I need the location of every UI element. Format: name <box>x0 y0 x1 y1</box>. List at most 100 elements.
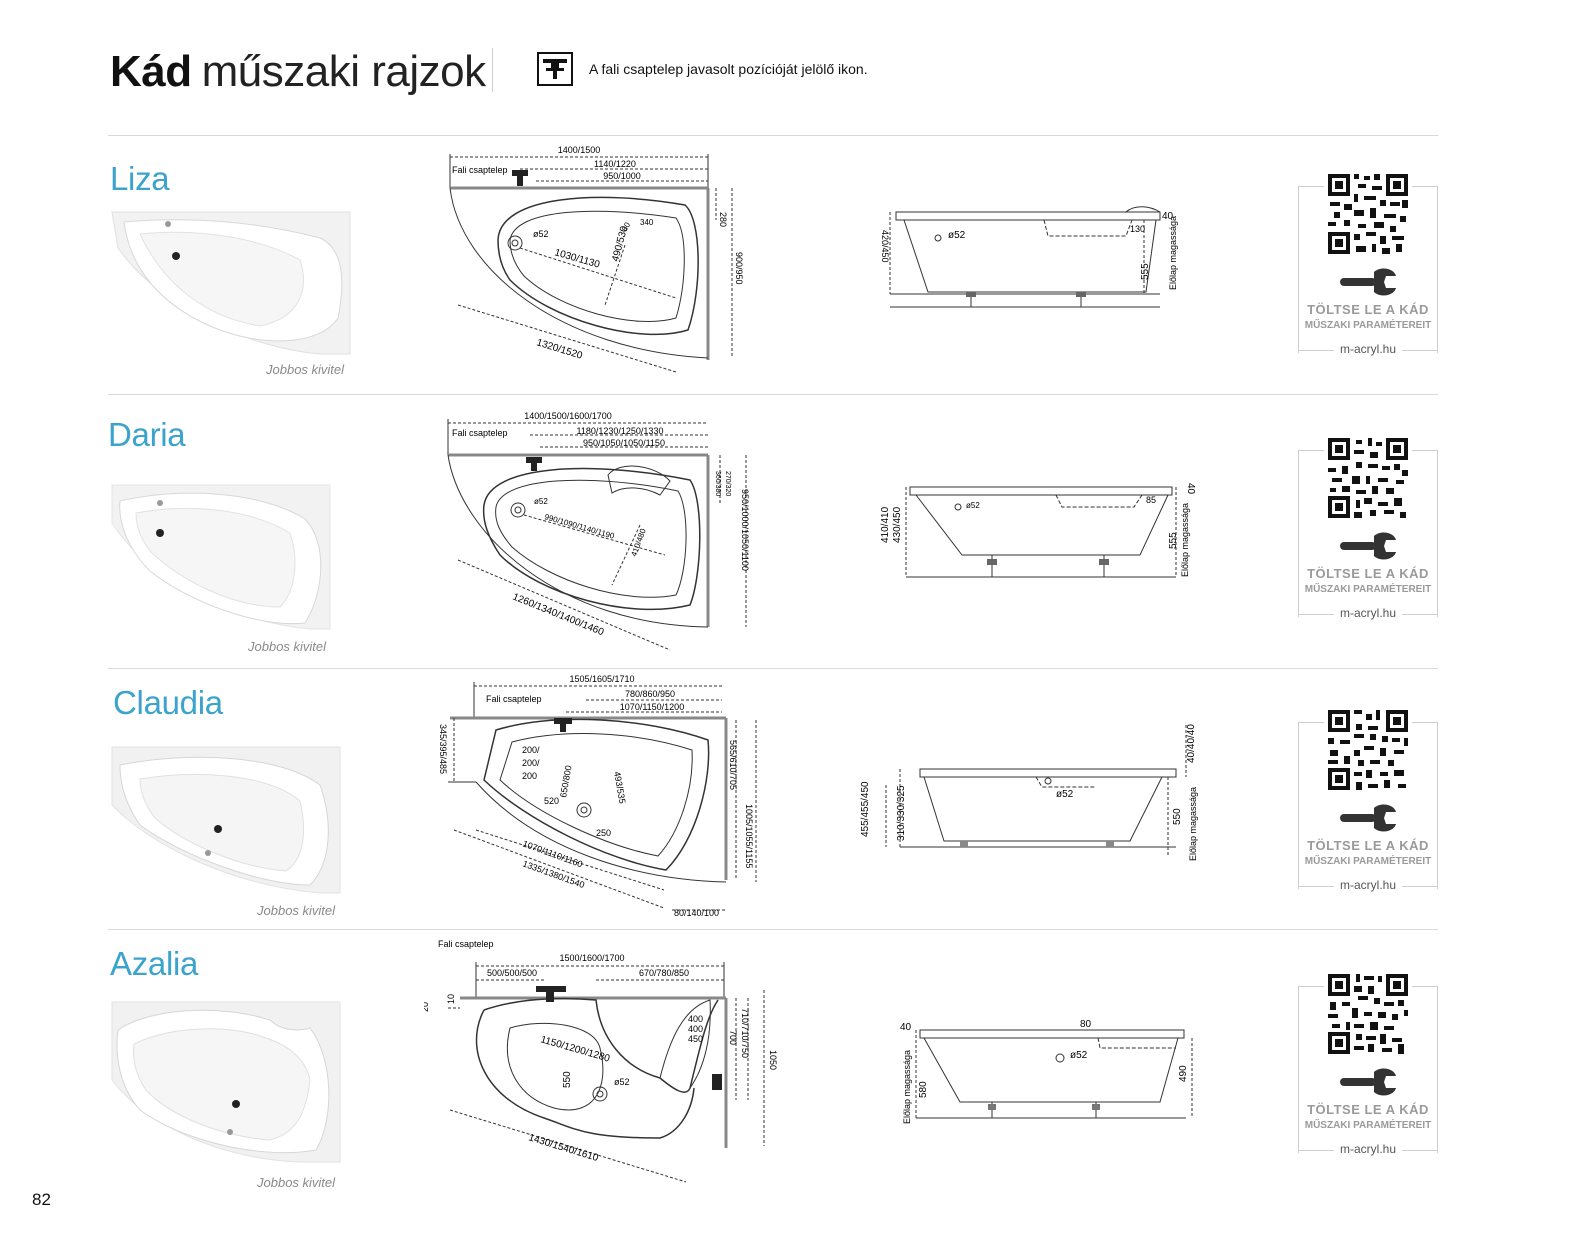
dim-label: 780/860/950 <box>625 689 675 699</box>
tap-legend-text: A fali csaptelep javasolt pozícióját jel… <box>589 61 868 77</box>
variant-label: Jobbos kivitel <box>248 639 327 654</box>
dim-label: 555 <box>1140 263 1151 280</box>
dim-label: 80/140/100 <box>674 908 719 918</box>
qr-download-text: TÖLTSE LE A KÁD <box>1307 1102 1429 1117</box>
wall-tap-icon <box>537 52 573 86</box>
dim-label: 250 <box>596 828 611 838</box>
qr-params-text: MŰSZAKI PARAMÉTEREIT <box>1304 1120 1432 1131</box>
dim-label: 1400/1500/1600/1700 <box>524 411 612 421</box>
tap-label: Fali csaptelep <box>438 939 494 949</box>
qr-code-icon[interactable] <box>1324 172 1412 256</box>
bathtub-photo <box>111 1001 341 1163</box>
dim-label: 270/320 <box>724 471 731 496</box>
dim-label: 550 <box>562 1071 573 1088</box>
qr-params-text: MŰSZAKI PARAMÉTEREIT <box>1304 856 1432 867</box>
tap-label: Fali csaptelep <box>452 165 508 175</box>
dim-label: 400 <box>688 1024 703 1034</box>
dim-label: 490 <box>1178 1065 1189 1082</box>
dim-label: 200/ <box>522 745 540 755</box>
dim-label: 450 <box>688 1034 703 1044</box>
divider <box>108 135 1438 136</box>
dim-label: ø52 <box>534 497 548 506</box>
qr-download-text: TÖLTSE LE A KÁD <box>1307 566 1429 581</box>
dim-label: 1180/1230/1250/1330 <box>577 426 664 436</box>
qr-url-link[interactable]: m-acryl.hu <box>1298 342 1438 356</box>
dim-label: 455/455/450 <box>860 781 871 837</box>
dim-label: 1030/1130 <box>553 247 601 271</box>
plan-drawing: 1505/1605/1710 780/860/950 1070/1150/120… <box>438 674 757 918</box>
dim-label: 580 <box>918 1081 929 1098</box>
dim-label: 420/450 <box>880 230 890 263</box>
dim-label: 400 <box>688 1014 703 1024</box>
wrench-icon <box>1340 268 1396 296</box>
dim-label: 493/535 <box>612 771 627 805</box>
dim-label: 990/1090/1140/1190 <box>543 512 615 541</box>
dim-label: 520 <box>544 796 559 806</box>
dim-label: 1400/1500 <box>558 145 601 155</box>
qr-card[interactable]: TÖLTSE LE A KÁD MŰSZAKI PARAMÉTEREIT m-a… <box>1298 436 1438 620</box>
tap-legend: A fali csaptelep javasolt pozícióját jel… <box>537 52 868 86</box>
dim-label: 85 <box>1146 495 1156 505</box>
page-title-bold: Kád <box>110 47 192 96</box>
qr-params-text: MŰSZAKI PARAMÉTEREIT <box>1304 584 1432 595</box>
dim-label: 500/500/500 <box>487 968 537 978</box>
dim-label: 700 <box>728 1030 738 1045</box>
bathtub-photo <box>111 211 351 355</box>
dim-label: Előlap magassága <box>1188 787 1198 861</box>
plan-drawing: Fali csaptelep 1500/1600/1700 500/500/50… <box>424 939 778 1183</box>
variant-label: Jobbos kivitel <box>257 1175 336 1190</box>
tap-label: Fali csaptelep <box>452 428 508 438</box>
dim-label: 40/40/40 <box>1186 724 1197 763</box>
side-drawing: 40/40/40 ø52 455/455/450 310/330/325 550… <box>860 724 1198 861</box>
dim-label: ø52 <box>533 229 549 239</box>
dim-label: 130 <box>1130 224 1145 234</box>
divider <box>108 394 1438 395</box>
qr-code-icon[interactable] <box>1324 972 1412 1056</box>
qr-url-link[interactable]: m-acryl.hu <box>1298 606 1438 620</box>
plan-drawing: 1400/1500 1140/1220 950/1000 Fali csapte… <box>449 145 744 373</box>
dim-label: 280 <box>718 212 728 227</box>
dim-label: 670/780/850 <box>639 968 689 978</box>
header-separator <box>492 48 493 92</box>
dim-label: 1320/1520 <box>535 337 584 361</box>
qr-card[interactable]: TÖLTSE LE A KÁD MŰSZAKI PARAMÉTEREIT m-a… <box>1298 172 1438 356</box>
dim-label: 565/610/705 <box>728 740 738 790</box>
dim-label: 650/800 <box>558 765 573 799</box>
bathtub-photo <box>111 746 341 894</box>
qr-code-icon[interactable] <box>1324 436 1412 520</box>
dim-label: 950/1000/1050/1100 <box>740 489 750 571</box>
side-drawing: 40 ø52 85 410/410 430/450 555 Előlap mag… <box>880 483 1196 578</box>
dim-label: ø52 <box>1056 789 1074 800</box>
dim-label: 340 <box>640 218 654 227</box>
qr-card[interactable]: TÖLTSE LE A KÁD MŰSZAKI PARAMÉTEREIT m-a… <box>1298 708 1438 892</box>
plan-drawing: 1400/1500/1600/1700 1180/1230/1250/1330 … <box>447 411 750 651</box>
bathtub-photo <box>111 484 331 630</box>
qr-url-link[interactable]: m-acryl.hu <box>1298 878 1438 892</box>
dim-label: 1430/1540/1610 <box>527 1132 600 1164</box>
dim-label: ø52 <box>614 1077 630 1087</box>
dim-label: 345/395/485 <box>438 724 448 774</box>
dim-label: 1140/1220 <box>594 159 636 169</box>
side-drawing: 40 ø52 130 420/450 555 Előlap magassága <box>880 206 1178 308</box>
dim-label: 1505/1605/1710 <box>569 674 634 684</box>
dim-label: 40 <box>1185 483 1196 495</box>
dim-label: 430/450 <box>892 506 903 543</box>
dim-label: 710/710/750 <box>740 1008 750 1058</box>
qr-code-icon[interactable] <box>1324 708 1412 792</box>
dim-label: 200/ <box>522 758 540 768</box>
dim-label: ø52 <box>948 230 966 241</box>
model-name: Daria <box>108 416 186 453</box>
tap-label: Fali csaptelep <box>486 694 542 704</box>
qr-card[interactable]: TÖLTSE LE A KÁD MŰSZAKI PARAMÉTEREIT m-a… <box>1298 972 1438 1156</box>
dim-label: Előlap magassága <box>1180 503 1190 577</box>
dim-label: Előlap magassága <box>902 1050 912 1124</box>
dim-label: 410/480 <box>629 527 648 558</box>
page-title-light: műszaki rajzok <box>201 47 486 96</box>
dim-label: ø52 <box>966 501 980 510</box>
dim-label: 360/380 <box>714 471 721 496</box>
dim-label: 1260/1340/1400/1460 <box>511 592 606 639</box>
qr-url-link[interactable]: m-acryl.hu <box>1298 1142 1438 1156</box>
dim-label: Előlap magassága <box>1168 216 1178 290</box>
dim-label: 1070/1150/1200 <box>620 702 684 712</box>
page-number: 82 <box>32 1190 51 1209</box>
